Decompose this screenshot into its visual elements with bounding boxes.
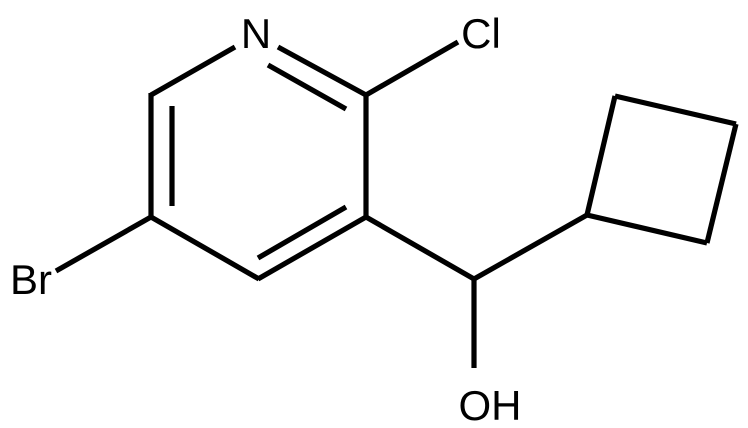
atom-label-hydroxyl: OH: [459, 382, 522, 428]
bond-cb1-cb2: [584, 95, 618, 216]
bond-c5-br: [54, 214, 153, 274]
bond-n-c2-double: [266, 62, 348, 112]
bond-cb2-cb3: [614, 93, 737, 127]
bond-c3-c4-double: [256, 204, 348, 261]
bond-carbinol-cyclobutyl: [472, 212, 589, 282]
atom-labels: N Cl Br OH: [10, 10, 522, 428]
atom-label-bromine: Br: [10, 256, 52, 303]
bond-c3-c4: [256, 214, 368, 282]
atom-label-nitrogen: N: [241, 10, 271, 57]
bond-c3-carbinol: [364, 214, 476, 282]
bonds: [54, 39, 739, 368]
atom-label-chlorine: Cl: [461, 10, 501, 57]
bond-c4-c5: [149, 214, 261, 282]
bond-c2-cl: [364, 39, 460, 98]
bond-cb4-cb1: [586, 212, 708, 246]
bond-n-c2: [276, 44, 368, 98]
bond-n-c6: [149, 44, 237, 98]
bond-cb3-cb4: [704, 123, 739, 244]
